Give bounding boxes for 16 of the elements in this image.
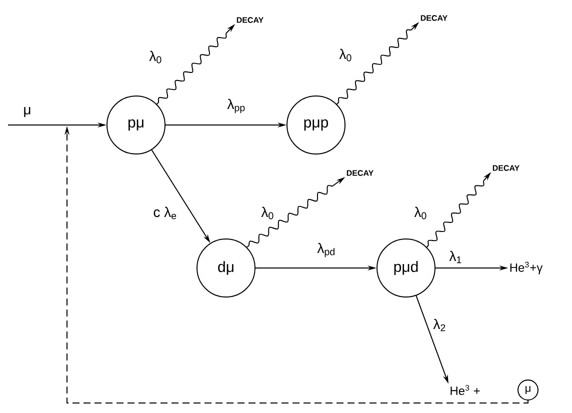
decay-label: DECAY: [420, 15, 448, 21]
edge-label: λ$_{0}$: [148, 50, 164, 64]
edge-label: λ$_{pd}$: [316, 242, 337, 258]
product-label: He$^{3}$ +: [450, 384, 480, 396]
edge-label: λ$_{2}$: [432, 318, 448, 332]
edge-label: λ$_{0}$: [413, 206, 428, 220]
decay-label: DECAY: [346, 170, 374, 176]
edge-label: λ$_{1}$: [448, 250, 464, 264]
product-label: He$^{3}$+γ: [510, 262, 543, 274]
decay-label: DECAY: [492, 165, 520, 171]
decay-label: DECAY: [236, 17, 264, 23]
edge-label: c λ$_{e}$: [152, 206, 178, 220]
edge-label: λ$_{0}$: [338, 48, 354, 62]
edge-label: μ: [22, 106, 32, 118]
edge-label: λ$_{0}$: [260, 206, 276, 220]
edge-label: λ$_{pp}$: [226, 98, 247, 114]
